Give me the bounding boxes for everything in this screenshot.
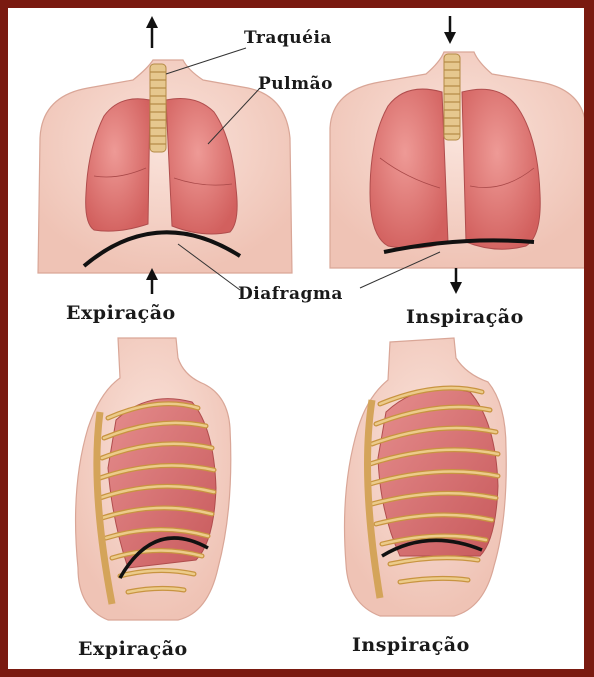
bottom-right-caption: Inspiração	[352, 634, 470, 656]
down-arrow-icon	[444, 16, 456, 44]
trachea	[444, 54, 460, 140]
top-left-torso	[38, 16, 292, 294]
up-arrow-icon	[146, 16, 158, 48]
lung-label: Pulmão	[258, 74, 333, 94]
top-right-caption: Inspiração	[406, 306, 524, 328]
diagram-frame: Traquéia Pulmão Diafragma Expiração Insp…	[8, 8, 584, 669]
diaphragm-label: Diafragma	[238, 284, 343, 304]
bottom-right-side-torso	[345, 338, 507, 616]
trachea	[150, 64, 166, 152]
trachea-label: Traquéia	[244, 28, 332, 48]
bottom-left-side-torso	[76, 338, 231, 620]
top-right-torso	[330, 16, 584, 294]
breathing-diagram	[8, 8, 584, 669]
down-arrow-icon	[450, 268, 462, 294]
top-left-caption: Expiração	[66, 302, 176, 324]
bottom-left-caption: Expiração	[78, 638, 188, 660]
